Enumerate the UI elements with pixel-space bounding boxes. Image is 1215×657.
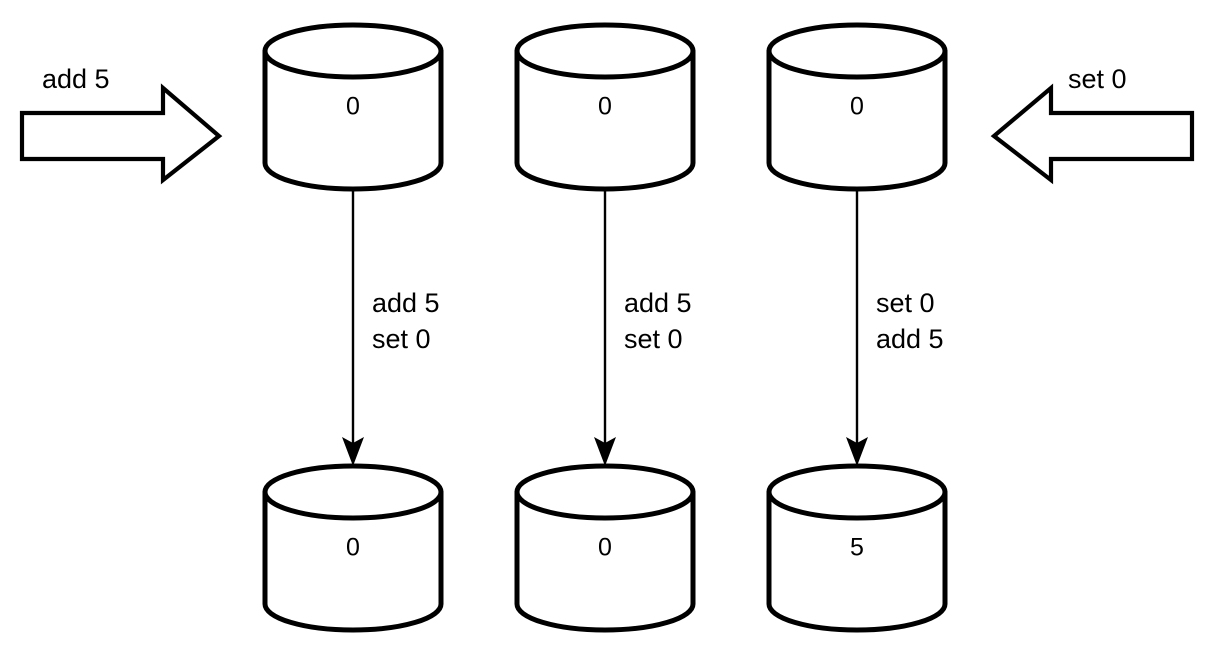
replica-3-operation-line2: add 5 [876,324,944,354]
replica-3-final-cylinder[interactable]: 5 [766,463,948,633]
cylinder-top-ellipse [514,463,696,521]
block-arrow-right-shape [19,83,223,185]
replica-1-final-cylinder[interactable]: 0 [262,463,444,633]
cylinder-body [514,489,696,633]
replica-3-edge-arrowhead-icon [846,437,868,466]
replica-2-operation-line1: add 5 [624,288,692,318]
replica-2-final-value: 0 [598,534,612,562]
cylinder-top-ellipse [514,22,696,80]
replica-2-final-cylinder[interactable]: 0 [514,463,696,633]
input-arrow-right[interactable] [990,83,1195,185]
cylinder-body [262,489,444,633]
replica-3-edge [846,190,868,466]
block-arrow-left-shape [990,83,1195,185]
replica-1-edge [342,190,364,466]
cylinder-top-ellipse [262,22,444,80]
replica-1-operation-line2: set 0 [372,324,431,354]
cylinder-body [262,48,444,192]
replica-2-edge-arrowhead-icon [594,437,616,466]
input-arrow-left-label: add 5 [42,64,110,94]
cylinder-body [766,489,948,633]
replica-3-initial-value: 0 [850,93,864,121]
replica-3-final-value: 5 [850,534,864,562]
input-arrow-right-label: set 0 [1068,64,1127,94]
replica-1-initial-cylinder[interactable]: 0 [262,22,444,192]
cylinder-top-ellipse [766,463,948,521]
replica-2-edge [594,190,616,466]
replica-2-initial-value: 0 [598,93,612,121]
cylinder-body [514,48,696,192]
replica-1-operation-line1: add 5 [372,288,440,318]
cylinder-top-ellipse [766,22,948,80]
replica-3-initial-cylinder[interactable]: 0 [766,22,948,192]
replica-2-initial-cylinder[interactable]: 0 [514,22,696,192]
replica-3-operation-line1: set 0 [876,288,935,318]
cylinder-top-ellipse [262,463,444,521]
cylinder-body [766,48,948,192]
replica-1-initial-value: 0 [346,93,360,121]
replica-1-edge-arrowhead-icon [342,437,364,466]
replica-2-operation-line2: set 0 [624,324,683,354]
input-arrow-left[interactable] [19,83,223,185]
replica-1-final-value: 0 [346,534,360,562]
